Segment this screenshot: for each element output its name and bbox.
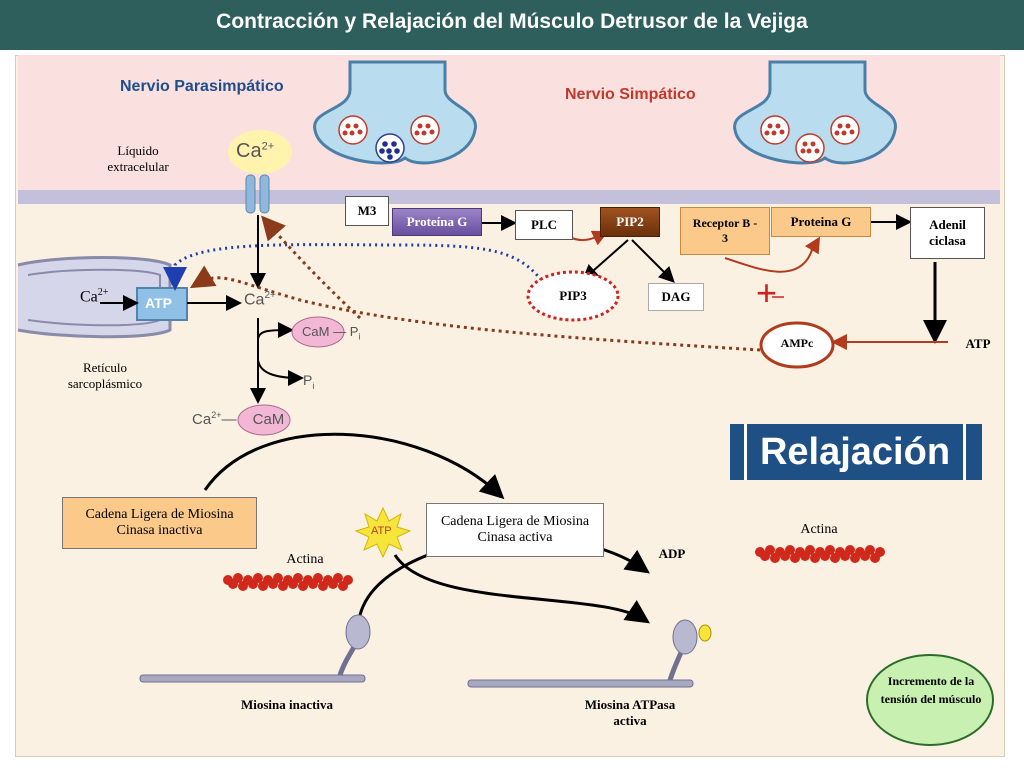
actin-left [223,573,353,591]
ampc-label: AMPc [780,335,814,350]
gprotein-2-box: Proteina G [771,207,871,237]
parasympathetic-terminal [313,60,477,165]
ca-left-label: Ca2+ [80,287,109,306]
m3-box: M3 [345,196,389,226]
atp-label: ATP [965,336,991,351]
gprotein-1-box: Proteína G [392,208,482,236]
title-bar [0,0,1024,50]
pip3-label: PIP3 [559,288,587,303]
relaxation-banner [730,424,982,480]
atp-star [354,506,412,559]
actin-right [755,545,885,563]
parasympathetic-label: Nervio Parasimpático [120,78,284,95]
pip2-box: PIP2 [600,207,660,237]
myosin-inactive-label: Miosina inactiva [240,697,334,712]
extracellular-label: Líquido extracelular [107,143,169,174]
ca-mid-label: Ca2+ [244,290,276,309]
pi-label: Pi [303,372,315,391]
sympathetic-label: Nervio Simpático [565,86,696,103]
cam-top-label: CaM — Pi [302,324,361,342]
actin-left-label: Actina [286,552,324,567]
page-title: Contracción y Relajación del Músculo Det… [216,10,808,33]
myosin-active-shape [467,619,712,688]
plus-sign: + [756,272,778,313]
mlck-active-box: Cadena Ligera de Miosina Cinasa activa [426,503,604,557]
myosin-inactive-shape [139,614,371,683]
sympathetic-terminal [733,60,897,165]
dag-box: DAG [648,283,704,311]
relaxation-label: Relajación [744,424,966,480]
adp-label: ADP [658,546,686,561]
ca-cam-label: Ca2+— CaM [192,410,285,428]
result-label: Incremento de la tensión del músculo [880,674,982,706]
mlck-inactive-box: Cadena Ligera de Miosina Cinasa inactiva [62,497,257,549]
myosin-active-label: Miosina ATPasa activa [584,697,676,728]
ca-channel-label: Ca2+ [236,140,275,162]
atp-star-label: ATP [371,525,392,537]
ca-channel [228,130,292,214]
atp-pump-label: ATP [145,295,172,311]
plc-box: PLC [515,210,573,240]
actin-right-label: Actina [800,522,838,537]
receptor-box: Receptor B - 3 [680,207,770,255]
reticulum-label: Retículo sarcoplásmico [67,360,143,391]
adenyl-box: Adenil ciclasa [910,207,985,259]
